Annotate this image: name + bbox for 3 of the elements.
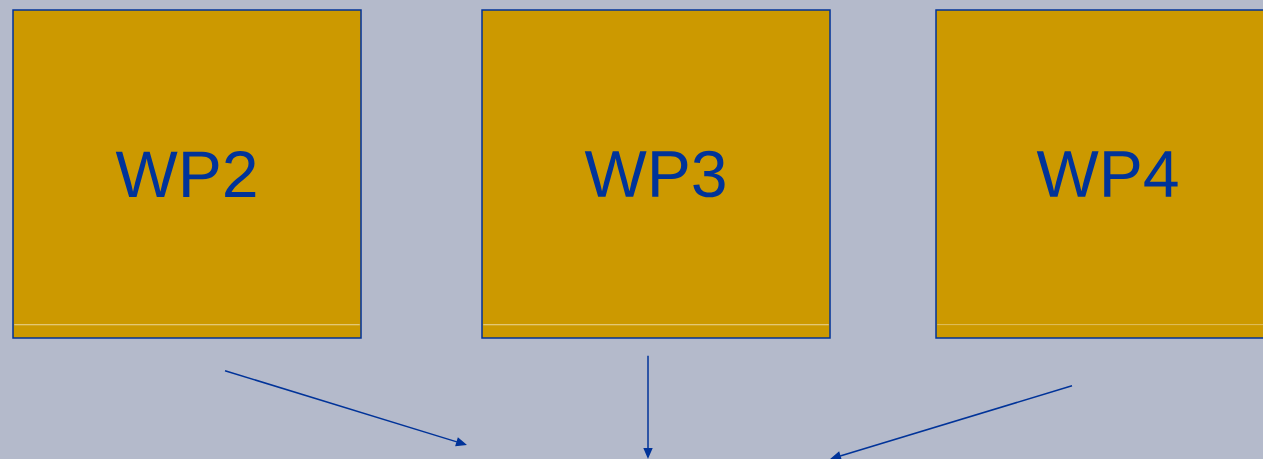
work-package-box: WP2 — [12, 9, 362, 339]
work-package-box: WP4 — [935, 9, 1263, 339]
work-package-box: WP3 — [481, 9, 831, 339]
